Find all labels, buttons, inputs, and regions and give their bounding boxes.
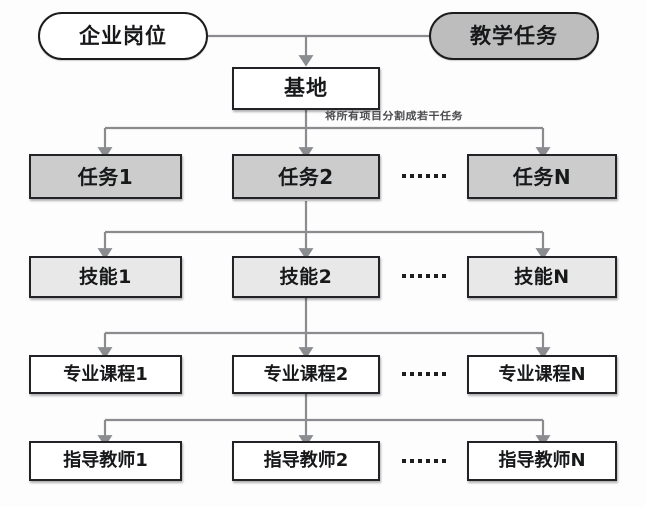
ellipsis-task-row [394,166,454,186]
node-teacher-n[interactable]: 指导教师N [467,441,617,481]
node-teacher-2[interactable]: 指导教师2 [232,441,380,481]
node-enterprise-post-label: 企业岗位 [79,23,167,48]
node-course-n[interactable]: 专业课程N [467,355,617,394]
node-task-n-label: 任务N [512,164,572,189]
node-skill-1[interactable]: 技能1 [29,256,182,298]
annotation-split-projects: 将所有项目分割成若干任务 [325,110,463,123]
node-enterprise-post[interactable]: 企业岗位 [38,12,208,60]
node-task-2[interactable]: 任务2 [232,154,380,199]
node-skill-2-label: 技能2 [279,265,333,288]
node-teacher-1-label: 指导教师1 [63,450,148,471]
node-teaching-task-label: 教学任务 [470,23,558,48]
node-skill-2[interactable]: 技能2 [232,256,380,298]
node-teaching-task[interactable]: 教学任务 [429,12,599,60]
node-task-1-label: 任务1 [77,164,134,189]
node-skill-n[interactable]: 技能N [467,256,617,298]
node-course-n-label: 专业课程N [498,363,586,385]
ellipsis-teacher-row [394,451,454,471]
node-skill-n-label: 技能N [514,265,570,288]
node-teacher-2-label: 指导教师2 [263,450,349,471]
node-course-1-label: 专业课程1 [63,363,148,385]
ellipsis-skill-row [394,266,454,286]
node-task-n[interactable]: 任务N [467,154,617,199]
ellipsis-course-row [394,364,454,384]
node-base[interactable]: 基地 [232,67,380,110]
node-course-2-label: 专业课程2 [263,363,349,385]
node-course-2[interactable]: 专业课程2 [232,355,380,394]
node-teacher-1[interactable]: 指导教师1 [29,441,182,481]
node-base-label: 基地 [284,76,328,100]
node-skill-1-label: 技能1 [79,265,132,288]
node-task-2-label: 任务2 [278,164,334,189]
node-course-1[interactable]: 专业课程1 [29,355,182,394]
node-teacher-n-label: 指导教师N [498,450,586,471]
node-task-1[interactable]: 任务1 [29,154,182,199]
